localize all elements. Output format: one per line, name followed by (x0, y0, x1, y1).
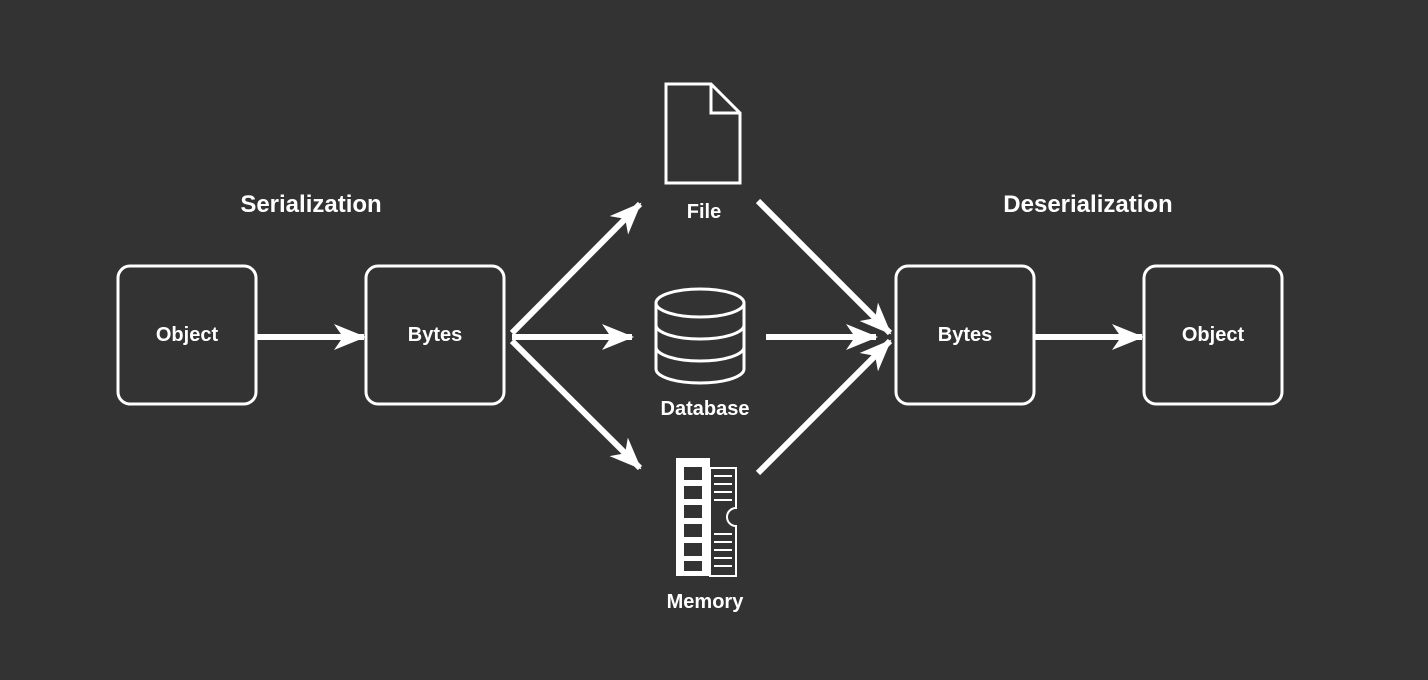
bytes-box-right: Bytes (894, 264, 1036, 406)
arrow-bytes-to-file (509, 201, 643, 336)
bytes-left-label: Bytes (408, 324, 462, 346)
serialization-title: Serialization (240, 191, 381, 218)
memory-label: Memory (667, 591, 745, 613)
object-box-right: Object (1142, 264, 1284, 406)
memory-icon (676, 458, 737, 577)
arrow-memory-to-bytes (755, 338, 893, 476)
bytes-right-label: Bytes (938, 324, 992, 346)
file-icon (664, 82, 742, 185)
arrow-bytes-to-memory (509, 338, 643, 471)
object-left-label: Object (156, 324, 219, 346)
file-label: File (687, 201, 721, 223)
bytes-box-left: Bytes (364, 264, 506, 406)
database-icon (654, 287, 746, 385)
arrow-file-to-bytes (755, 198, 893, 336)
deserialization-title: Deserialization (1003, 191, 1172, 218)
object-right-label: Object (1182, 324, 1245, 346)
object-box-left: Object (116, 264, 258, 406)
database-label: Database (661, 398, 750, 420)
